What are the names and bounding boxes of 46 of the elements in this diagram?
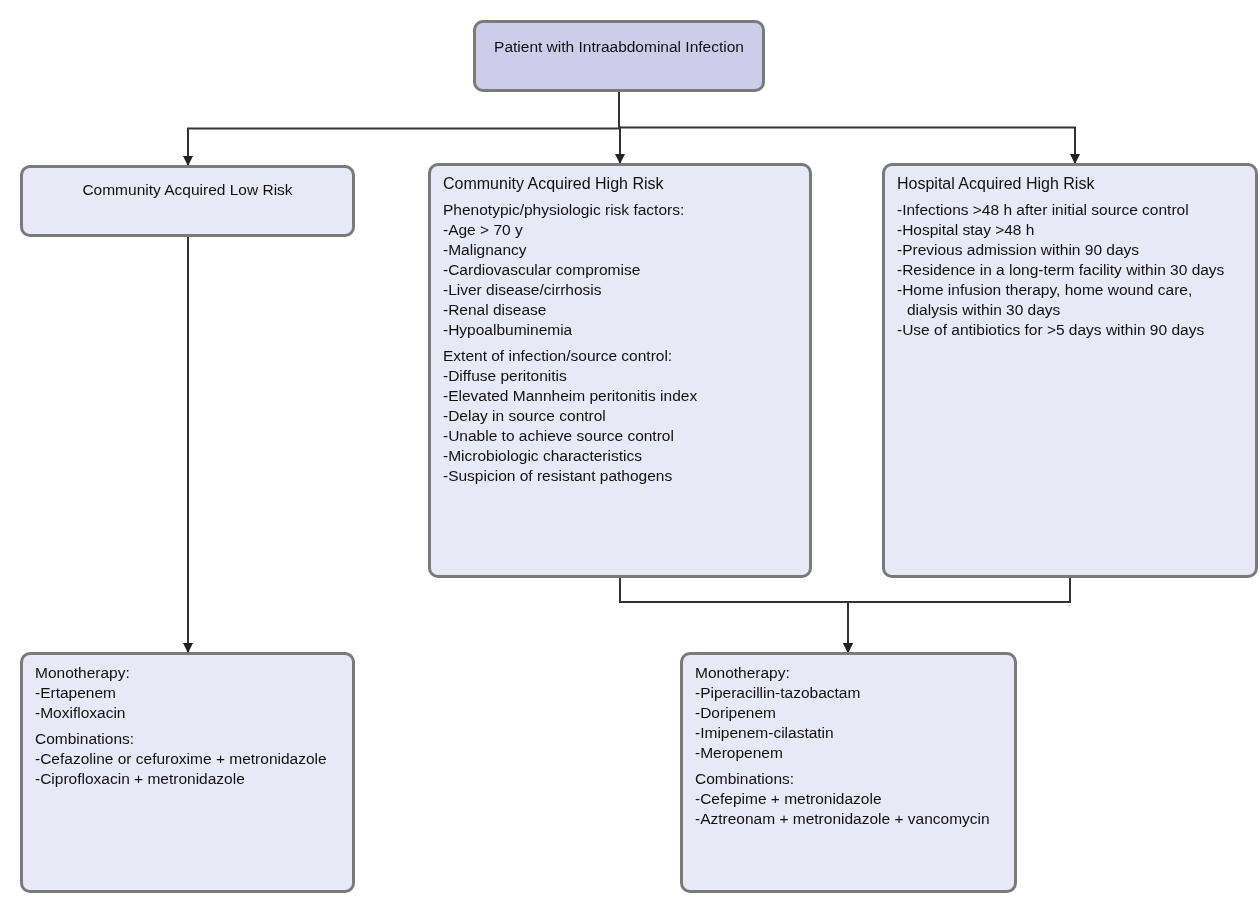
list-item: -Hospital stay >48 h xyxy=(897,220,1036,240)
list-item: -Diffuse peritonitis xyxy=(443,366,568,386)
list-item: -Malignancy xyxy=(443,240,528,260)
list-item: -Suspicion of resistant pathogens xyxy=(443,466,674,486)
treatment-box xyxy=(20,652,355,893)
list-item: -Meropenem xyxy=(695,743,784,763)
list-item: -Infections >48 h after initial source control xyxy=(897,200,1190,220)
section-heading: Monotherapy: xyxy=(695,663,791,683)
box-title: Hospital Acquired High Risk xyxy=(897,174,1096,194)
list-item: -Cefazoline or cefuroxime + metronidazole xyxy=(35,749,328,769)
list-item: -Liver disease/cirrhosis xyxy=(443,280,603,300)
section-heading: Combinations: xyxy=(35,729,136,749)
list-item: -Delay in source control xyxy=(443,406,607,426)
start-box xyxy=(473,20,765,92)
list-item: -Renal disease xyxy=(443,300,548,320)
list-item: -Ertapenem xyxy=(35,683,117,703)
arrow xyxy=(843,577,1071,653)
list-item: -Cardiovascular compromise xyxy=(443,260,642,280)
treatment-box xyxy=(680,652,1017,893)
section-heading: Combinations: xyxy=(695,769,796,789)
list-item: -Piperacillin-tazobactam xyxy=(695,683,862,703)
box-title: Patient with Intraabdominal Infection xyxy=(493,37,745,57)
list-item: -Cefepime + metronidazole xyxy=(695,789,883,809)
arrow xyxy=(183,236,193,653)
section-heading: Monotherapy: xyxy=(35,663,131,683)
list-item: -Age > 70 y xyxy=(443,220,524,240)
category-box xyxy=(882,163,1258,578)
category-box xyxy=(428,163,812,578)
section-heading: Extent of infection/source control: xyxy=(443,346,674,366)
list-item: -Previous admission within 90 days xyxy=(897,240,1141,260)
list-item: -Unable to achieve source control xyxy=(443,426,675,446)
category-box xyxy=(20,165,355,237)
list-item: -Aztreonam + metronidazole + vancomycin xyxy=(695,809,991,829)
list-item: -Microbiologic characteristics xyxy=(443,446,643,466)
list-item: -Elevated Mannheim peritonitis index xyxy=(443,386,699,406)
list-item: -Hypoalbuminemia xyxy=(443,320,574,340)
list-item: -Home infusion therapy, home wound care, dialysis within 30 days xyxy=(897,280,1194,320)
list-item: -Imipenem-cilastatin xyxy=(695,723,835,743)
box-title: Community Acquired High Risk xyxy=(443,174,665,194)
list-item: -Ciprofloxacin + metronidazole xyxy=(35,769,246,789)
list-item: -Moxifloxacin xyxy=(35,703,127,723)
list-item: -Residence in a long-term facility within 30 days xyxy=(897,260,1226,280)
box-title: Community Acquired Low Risk xyxy=(81,180,294,200)
section-heading: Phenotypic/physiologic risk factors: xyxy=(443,200,686,220)
list-item: -Use of antibiotics for >5 days within 90 days xyxy=(897,320,1206,340)
list-item: -Doripenem xyxy=(695,703,777,723)
